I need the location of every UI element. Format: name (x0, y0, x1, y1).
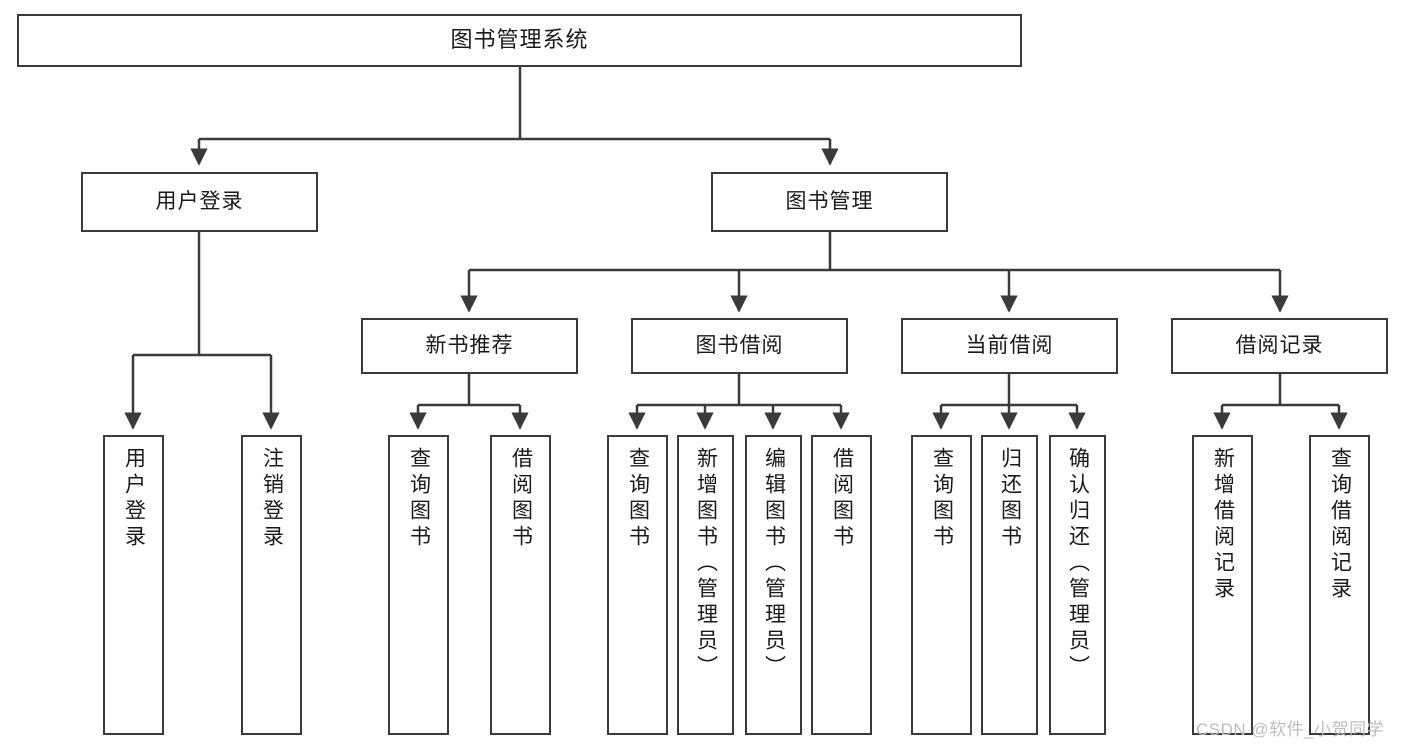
node-user-login[interactable]: 用户登录 (81, 172, 318, 232)
node-root-book-management-system[interactable]: 图书管理系统 (17, 14, 1022, 67)
leaf-query-book-current[interactable]: 查询图书 (911, 435, 972, 735)
node-label: 新书推荐 (425, 334, 514, 358)
node-label: 查询图书 (626, 447, 650, 551)
node-label: 借阅图书 (509, 447, 533, 551)
node-label: 查询借阅记录 (1328, 447, 1352, 603)
leaf-logout[interactable]: 注销登录 (241, 435, 302, 735)
leaf-add-borrow-record[interactable]: 新增借阅记录 (1192, 435, 1253, 735)
node-label: 用户登录 (155, 190, 244, 214)
node-label: 借阅图书 (830, 447, 854, 551)
node-label: 编辑图书（管理员） (762, 447, 786, 681)
leaf-query-book-recommend[interactable]: 查询图书 (388, 435, 449, 735)
node-label: 查询图书 (407, 447, 431, 551)
node-borrow-record[interactable]: 借阅记录 (1171, 318, 1388, 374)
node-label: 注销登录 (260, 447, 284, 551)
node-label: 查询图书 (930, 447, 954, 551)
csdn-watermark: CSDN @软件_小贺同学 (1196, 720, 1385, 739)
leaf-borrow-book[interactable]: 借阅图书 (811, 435, 872, 735)
node-book-borrow[interactable]: 图书借阅 (631, 318, 848, 374)
leaf-user-login[interactable]: 用户登录 (103, 435, 164, 735)
node-label: 图书管理 (785, 190, 874, 214)
node-label: 图书借阅 (695, 334, 784, 358)
node-current-borrow[interactable]: 当前借阅 (901, 318, 1118, 374)
node-label: 用户登录 (122, 447, 146, 551)
node-label: 新增借阅记录 (1211, 447, 1235, 603)
leaf-confirm-return[interactable]: 确认归还（管理员） (1049, 435, 1106, 735)
leaf-edit-book[interactable]: 编辑图书（管理员） (745, 435, 802, 735)
node-label: 借阅记录 (1235, 334, 1324, 358)
leaf-query-book-borrow[interactable]: 查询图书 (607, 435, 668, 735)
node-label: 归还图书 (998, 447, 1022, 551)
leaf-return-book[interactable]: 归还图书 (981, 435, 1038, 735)
node-book-manage[interactable]: 图书管理 (711, 172, 948, 232)
node-new-book-recommend[interactable]: 新书推荐 (361, 318, 578, 374)
node-label: 确认归还（管理员） (1066, 447, 1090, 681)
leaf-borrow-book-recommend[interactable]: 借阅图书 (490, 435, 551, 735)
leaf-query-borrow-record[interactable]: 查询借阅记录 (1309, 435, 1370, 735)
leaf-add-book[interactable]: 新增图书（管理员） (677, 435, 734, 735)
node-label: 新增图书（管理员） (694, 447, 718, 681)
node-label: 当前借阅 (965, 334, 1054, 358)
node-label: 图书管理系统 (450, 27, 589, 53)
